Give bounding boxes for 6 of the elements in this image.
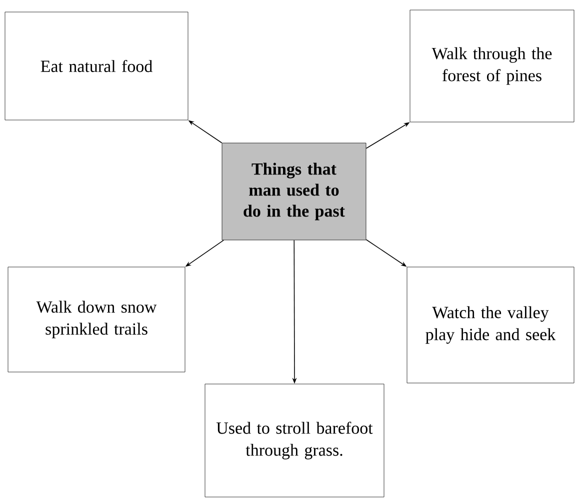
text-box: Used to stroll barefoot through grass. — [204, 384, 384, 498]
text-box: Walk through the forest of pines — [410, 10, 574, 122]
text-box: Walk down snow sprinkled trails — [8, 266, 186, 372]
topic-box: Things that man used to do in the past — [222, 142, 366, 240]
text-box: Eat natural food — [4, 12, 188, 120]
text-box: Watch the valley play hide and seek — [406, 266, 574, 384]
